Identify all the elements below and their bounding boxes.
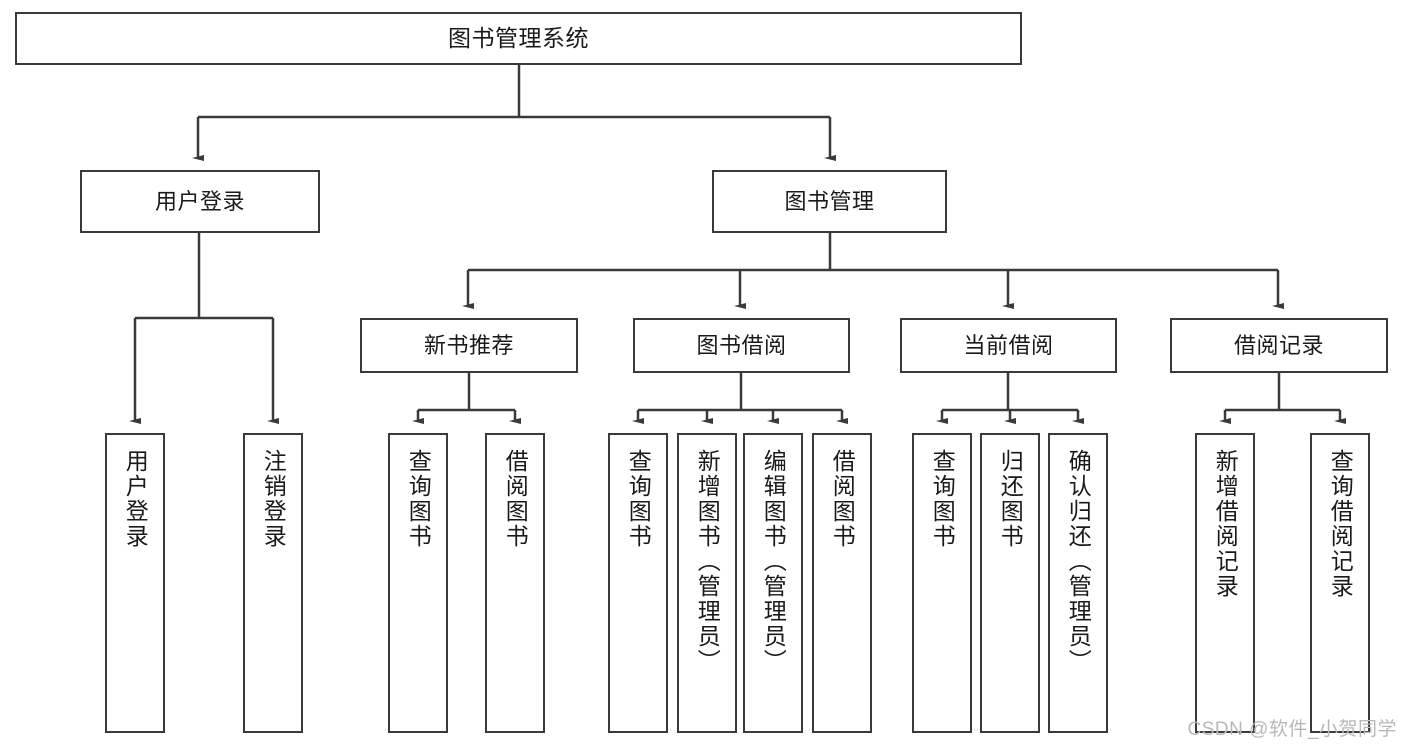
node-label: 借阅图书 [829,449,856,549]
leaf-current-return-book[interactable]: 归还图书 [980,433,1040,733]
node-label: 图书管理系统 [448,25,589,52]
node-label: 查询图书 [405,449,432,549]
leaf-record-search-record[interactable]: 查询借阅记录 [1310,433,1370,733]
node-book-borrow[interactable]: 图书借阅 [633,318,850,373]
node-label: 新书推荐 [423,332,514,358]
leaf-recommend-search-book[interactable]: 查询图书 [388,433,448,733]
node-user-login[interactable]: 用户登录 [80,170,320,233]
node-label: 图书借阅 [696,332,787,358]
node-label: 借阅图书 [502,449,529,549]
node-label: 归还图书 [997,449,1024,549]
leaf-user-login[interactable]: 用户登录 [105,433,165,733]
leaf-current-confirm-return[interactable]: 确认归还（管理员） [1048,433,1108,733]
leaf-current-search-book[interactable]: 查询图书 [912,433,972,733]
leaf-borrow-add-book[interactable]: 新增图书（管理员） [677,433,737,733]
node-label: 新增借阅记录 [1212,449,1239,599]
node-book-management[interactable]: 图书管理 [712,170,947,233]
node-label: 查询图书 [625,449,652,549]
node-label: 查询借阅记录 [1327,449,1354,599]
leaf-borrow-search-book[interactable]: 查询图书 [608,433,668,733]
leaf-record-add-record[interactable]: 新增借阅记录 [1195,433,1255,733]
node-label: 确认归还（管理员） [1065,449,1092,674]
node-label: 用户登录 [122,449,149,549]
node-label: 当前借阅 [963,332,1054,358]
node-label: 用户登录 [154,188,245,214]
leaf-borrow-edit-book[interactable]: 编辑图书（管理员） [743,433,803,733]
node-label: 查询图书 [929,449,956,549]
node-root-system[interactable]: 图书管理系统 [15,12,1022,65]
node-label: 注销登录 [260,449,287,549]
node-label: 借阅记录 [1233,332,1324,358]
leaf-borrow-borrow-book[interactable]: 借阅图书 [812,433,872,733]
node-current-borrow[interactable]: 当前借阅 [900,318,1117,373]
node-new-book-recommend[interactable]: 新书推荐 [360,318,578,373]
leaf-recommend-borrow-book[interactable]: 借阅图书 [485,433,545,733]
node-borrow-record[interactable]: 借阅记录 [1170,318,1388,373]
node-label: 编辑图书（管理员） [760,449,787,674]
leaf-logout[interactable]: 注销登录 [243,433,303,733]
watermark-text: CSDN @软件_小贺同学 [1187,719,1397,740]
node-label: 新增图书（管理员） [694,449,721,674]
node-label: 图书管理 [784,188,875,214]
